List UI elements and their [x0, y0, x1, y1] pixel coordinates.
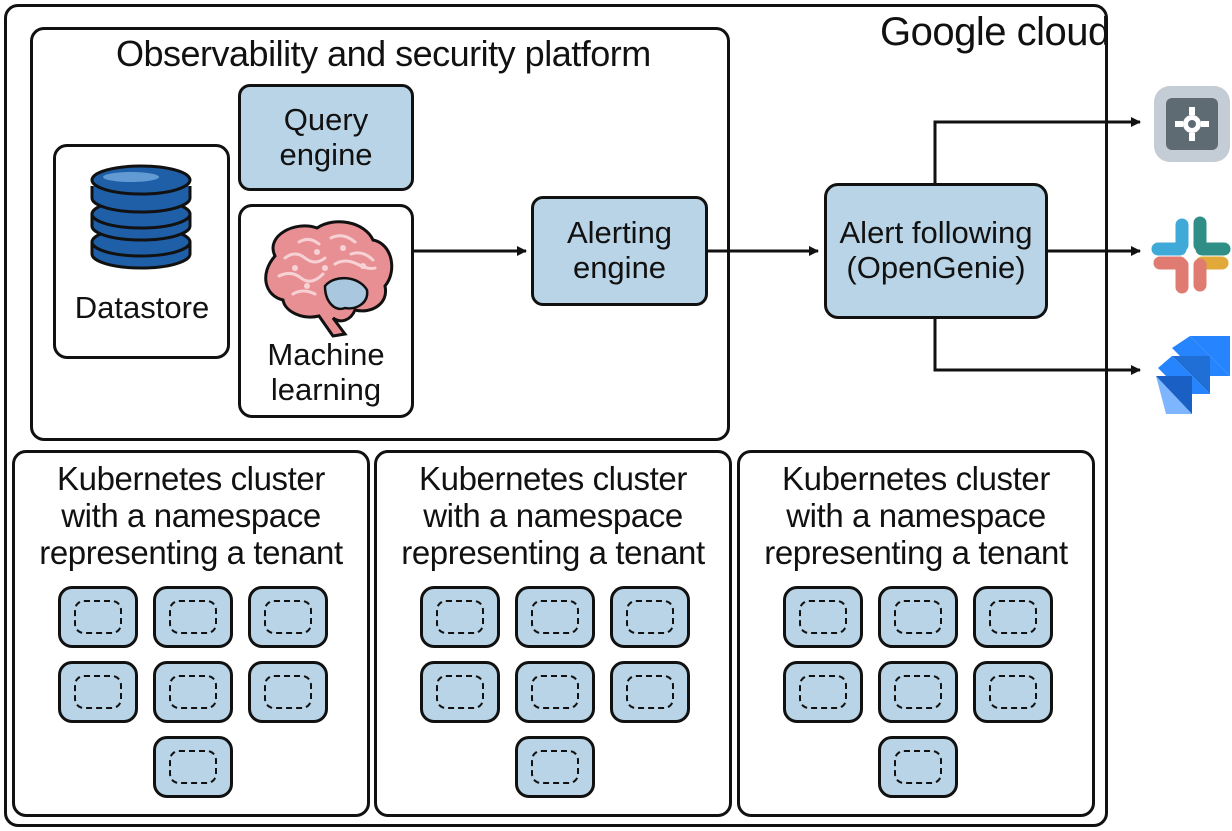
cluster-3-title-line3: representing a tenant: [764, 533, 1068, 571]
cluster-3-title-line2: with a namespace: [786, 496, 1046, 534]
slack-icon: [1151, 216, 1231, 294]
namespace-pod: [248, 586, 328, 648]
alert-following-box: Alert following (OpenGenie): [824, 183, 1048, 319]
database-icon: [90, 164, 192, 270]
alert-following-label-line2: (OpenGenie): [846, 250, 1026, 285]
jira-icon: [1156, 336, 1230, 414]
platform-title: Observability and security platform: [116, 33, 651, 74]
cluster-1-title-line1: Kubernetes cluster: [57, 460, 325, 497]
cluster-3-title-line1: Kubernetes cluster: [782, 460, 1050, 497]
namespace-pod: [58, 661, 138, 723]
namespace-pod: [248, 661, 328, 723]
cluster-1-title-line2: with a namespace: [61, 496, 321, 534]
arrow-to-opsgenie: [933, 117, 1141, 183]
alerting-engine-label-line1: Alerting: [566, 215, 673, 251]
namespace-pod: [973, 586, 1053, 648]
namespace-pod: [878, 661, 958, 723]
namespace-pod: [878, 586, 958, 648]
kubernetes-cluster-3: Kubernetes cluster with a namespace repr…: [737, 450, 1095, 817]
opsgenie-gear-icon: [1154, 86, 1230, 162]
namespace-pod: [420, 586, 500, 648]
namespace-pod: [420, 661, 500, 723]
namespace-pod: [973, 661, 1053, 723]
cluster-3-title: Kubernetes cluster with a namespace repr…: [740, 460, 1092, 572]
machine-learning-label-line2: learning: [270, 371, 382, 407]
namespace-pod: [610, 661, 690, 723]
query-engine-label-line1: Query: [283, 101, 369, 137]
cluster-1-title-line3: representing a tenant: [39, 533, 343, 571]
namespace-pod: [783, 586, 863, 648]
cluster-2-title-line2: with a namespace: [423, 496, 683, 534]
query-engine-label-line2: engine: [279, 136, 373, 172]
cluster-2-title: Kubernetes cluster with a namespace repr…: [377, 460, 729, 572]
cluster-2-title-line3: representing a tenant: [401, 533, 705, 571]
namespace-pod: [153, 661, 233, 723]
brain-icon: [264, 220, 394, 338]
datastore-label: Datastore: [74, 290, 210, 325]
kubernetes-cluster-1: Kubernetes cluster with a namespace repr…: [12, 450, 370, 817]
namespace-pod: [515, 736, 595, 798]
namespace-pod: [153, 736, 233, 798]
namespace-pod: [515, 586, 595, 648]
machine-learning-label: Machine learning: [238, 337, 414, 407]
alert-following-label-line1: Alert following: [839, 215, 1033, 251]
machine-learning-label-line1: Machine: [267, 337, 385, 372]
alerting-engine-box: Alerting engine: [531, 196, 708, 306]
cluster-2-title-line1: Kubernetes cluster: [419, 460, 687, 497]
kubernetes-cluster-2: Kubernetes cluster with a namespace repr…: [374, 450, 732, 817]
google-cloud-title: Google cloud: [880, 10, 1110, 54]
namespace-pod: [515, 661, 595, 723]
namespace-pod: [58, 586, 138, 648]
alerting-engine-label-line2: engine: [572, 250, 667, 285]
namespace-pod: [610, 586, 690, 648]
query-engine-box: Query engine: [238, 84, 414, 191]
namespace-pod: [878, 736, 958, 798]
namespace-pod: [153, 586, 233, 648]
cluster-1-title: Kubernetes cluster with a namespace repr…: [15, 460, 367, 572]
namespace-pod: [783, 661, 863, 723]
arrow-to-jira: [933, 319, 1141, 375]
